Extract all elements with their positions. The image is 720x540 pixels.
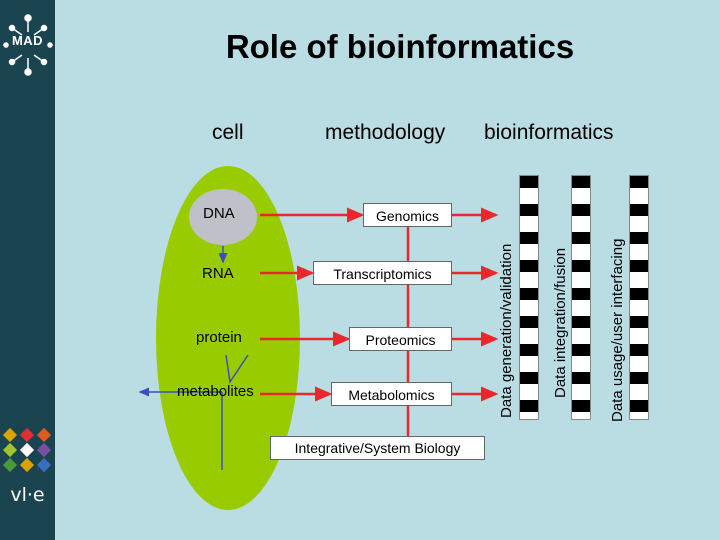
vle-logo-text: vl·e (10, 484, 45, 506)
bar-2-tick (572, 316, 590, 328)
bar-2-tick (572, 372, 590, 384)
bar-1-tick (520, 400, 538, 412)
bar-3-tick (630, 260, 648, 272)
bar-3-tick (630, 400, 648, 412)
method-genomics: Genomics (363, 203, 452, 227)
protein-metabolite-arrow (225, 354, 249, 385)
bar-2-tick (572, 176, 590, 188)
cell-item-protein: protein (196, 329, 242, 346)
bar-2-tick (572, 344, 590, 356)
bar-3-tick (630, 288, 648, 300)
bar-3-tick (630, 204, 648, 216)
dna-node (189, 189, 257, 245)
bar-3-tick (630, 344, 648, 356)
bar-3-tick (630, 372, 648, 384)
bar-1-tick (520, 260, 538, 272)
header-methodology: methodology (325, 121, 446, 144)
method-metabolomics: Metabolomics (331, 382, 452, 406)
page-title: Role of bioinformatics (225, 28, 575, 65)
bar-2-tick (572, 232, 590, 244)
integrative-biology-box: Integrative/System Biology (270, 436, 485, 460)
bar-3-tick (630, 232, 648, 244)
mad-logo-icon (3, 14, 53, 76)
bar-3-tick (630, 176, 648, 188)
header-bioinformatics: bioinformatics (484, 121, 614, 144)
cell-item-metabolites: metabolites (177, 383, 254, 400)
bar-2-tick (572, 288, 590, 300)
bar-1-tick (520, 232, 538, 244)
header-cell: cell (212, 121, 244, 144)
bar-3-tick (630, 316, 648, 328)
vle-logo-icon (2, 427, 52, 473)
bar-2-tick (572, 400, 590, 412)
method-proteomics: Proteomics (349, 327, 452, 351)
bar-1-tick (520, 372, 538, 384)
cell-item-rna: RNA (202, 265, 234, 282)
bar-1-tick (520, 344, 538, 356)
bio-label-generation: Data generation/validation (498, 243, 515, 418)
bar-1-tick (520, 204, 538, 216)
bio-label-integration: Data integration/fusion (552, 247, 569, 398)
bar-1-tick (520, 176, 538, 188)
bio-label-usage: Data usage/user interfacing (609, 238, 626, 422)
cell-ellipse (156, 166, 300, 510)
method-transcriptomics: Transcriptomics (313, 261, 452, 285)
mad-logo-text: MAD (11, 33, 44, 48)
bar-2-tick (572, 204, 590, 216)
bar-1-tick (520, 288, 538, 300)
cell-item-dna: DNA (203, 205, 235, 222)
bar-1-tick (520, 316, 538, 328)
sidebar: MAD vl·e (0, 0, 55, 540)
bar-2-tick (572, 260, 590, 272)
